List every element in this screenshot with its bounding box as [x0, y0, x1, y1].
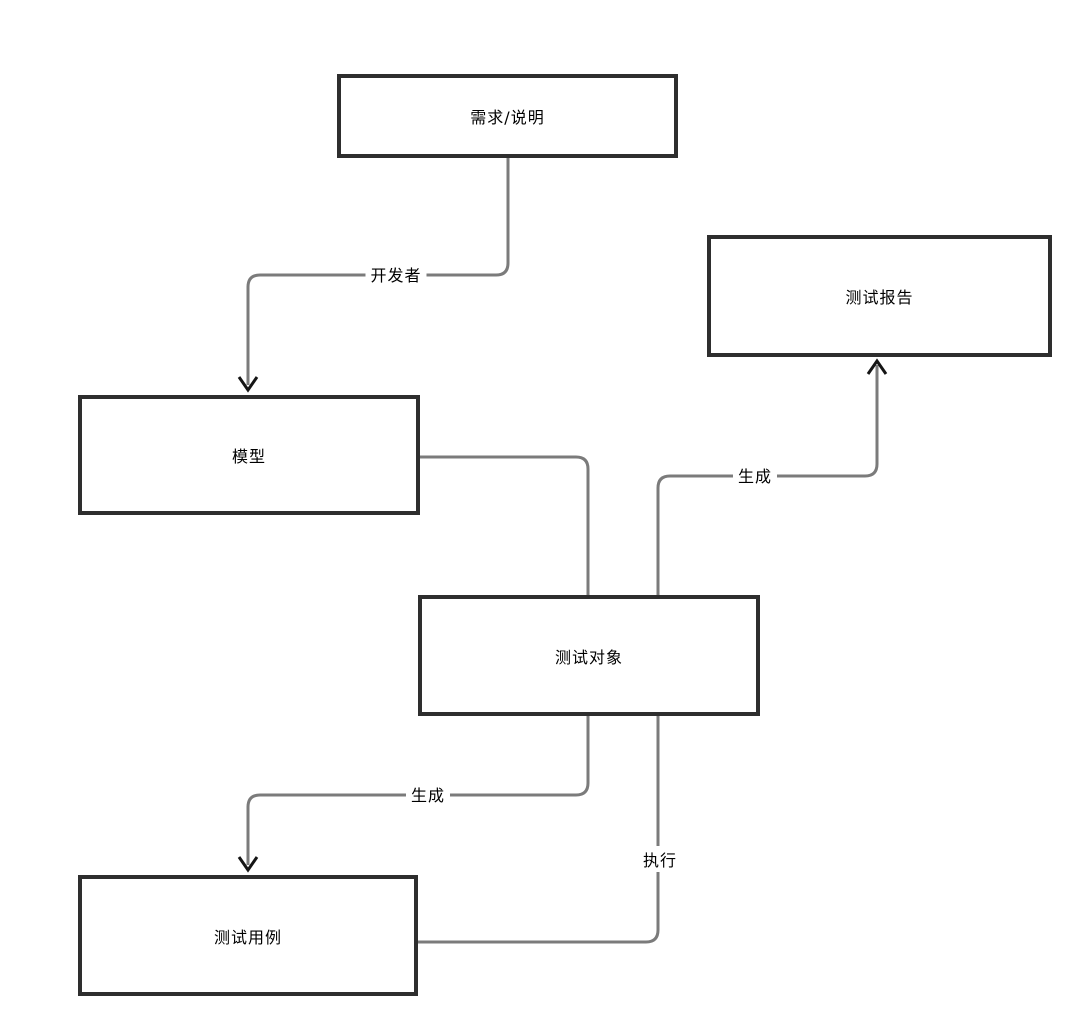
node-model: 模型 — [78, 395, 420, 515]
connector-model-to-test-object — [420, 455, 590, 595]
node-test-case: 测试用例 — [78, 875, 418, 996]
node-test-report-label: 测试报告 — [845, 288, 914, 307]
arrowhead-into-model — [237, 376, 259, 393]
node-requirements-label: 需求/说明 — [470, 108, 545, 127]
node-model-label: 模型 — [231, 447, 266, 466]
edge-label-generate-case: 生成 — [405, 781, 451, 807]
edge-label-generate-report: 生成 — [732, 462, 778, 488]
node-requirements: 需求/说明 — [337, 74, 678, 158]
node-test-report: 测试报告 — [707, 235, 1052, 357]
connector-test-case-to-test-object — [418, 716, 660, 944]
edge-label-developer: 开发者 — [365, 261, 427, 287]
arrowhead-into-test-report — [866, 358, 888, 375]
edge-label-execute: 执行 — [637, 846, 683, 872]
node-test-case-label: 测试用例 — [213, 927, 282, 947]
arrowhead-into-test-case — [237, 856, 259, 873]
node-test-object: 测试对象 — [418, 595, 760, 716]
node-test-object-label: 测试对象 — [554, 647, 623, 667]
